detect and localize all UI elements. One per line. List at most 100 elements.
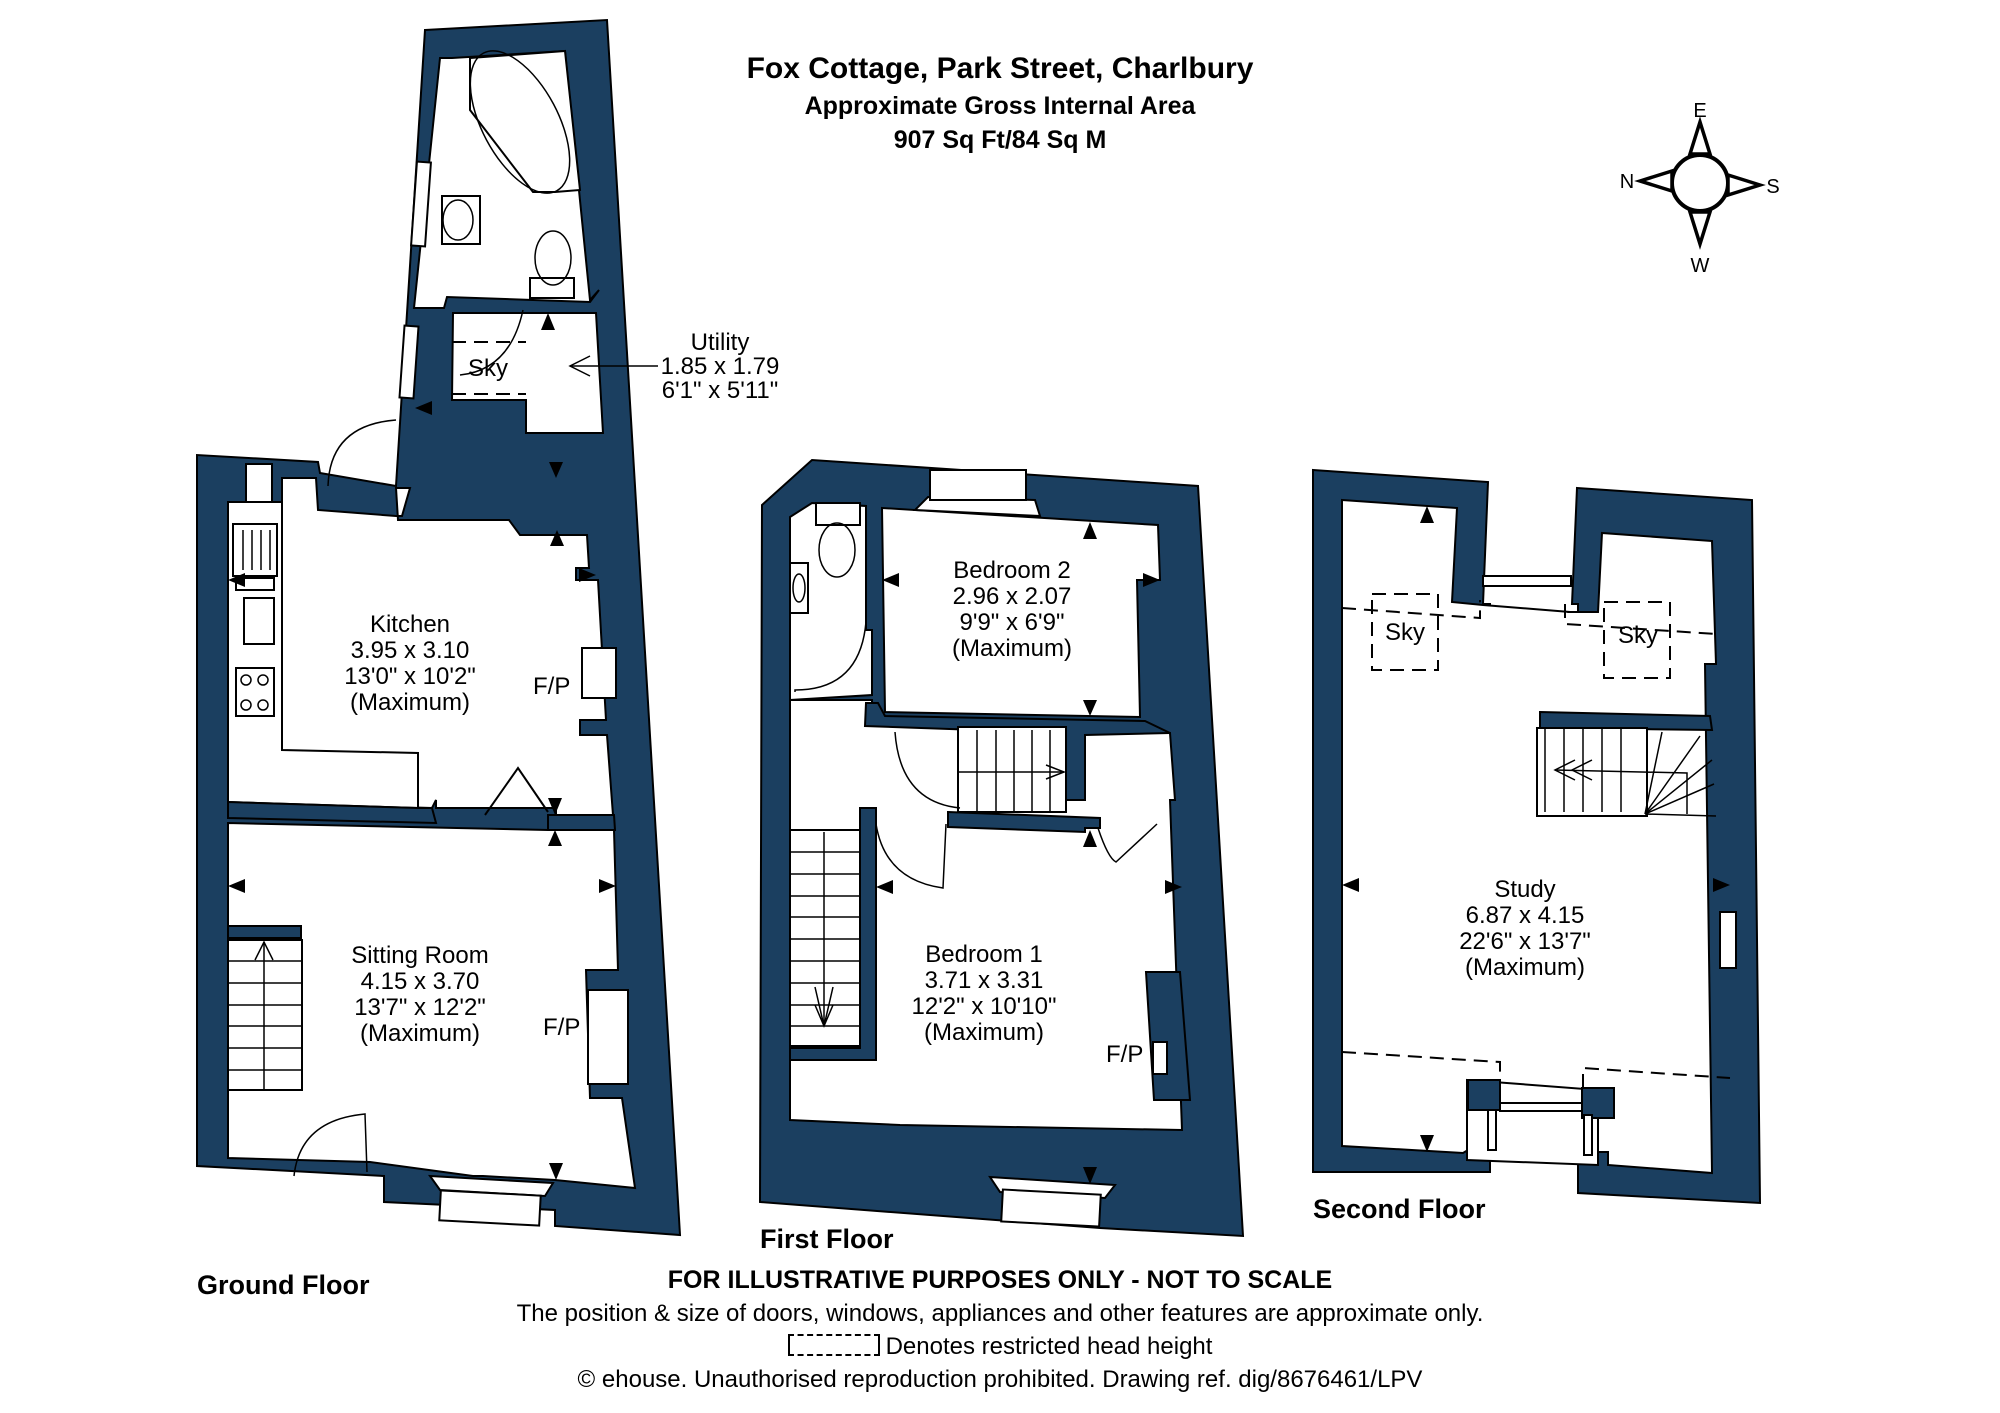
first-floor-stair-wall [789, 807, 877, 1061]
bedroom1-metric: 3.71 x 3.31 [925, 967, 1044, 994]
sink-bowl-small [235, 577, 275, 591]
drainer-ribs [242, 530, 271, 570]
bedroom1-fireplace [1152, 1041, 1168, 1075]
utility-pointer-arrow-head [568, 355, 591, 377]
first-floor-measurement-markers [876, 522, 1182, 1184]
sink-bowl-main [243, 597, 275, 645]
compass-east: E [1693, 100, 1706, 122]
restricted-height-line-top-left [1341, 600, 1481, 620]
first-floor-label: First Floor [760, 1224, 894, 1254]
second-floor-measurement-markers [1342, 506, 1730, 1152]
toilet-icon [534, 230, 572, 286]
restricted-height-legend-icon [787, 1334, 880, 1356]
bedroom1-cupboard-door [1097, 823, 1158, 863]
front-door-swing [293, 1113, 368, 1177]
utility-window [398, 324, 420, 400]
sitting-room-note: (Maximum) [360, 1020, 480, 1047]
sitting-room-metric: 4.15 x 3.70 [361, 968, 480, 995]
stairs-down-double-arrow-icon [1553, 759, 1576, 781]
bathtub-icon [469, 50, 571, 194]
copyright: © ehouse. Unauthorised reproduction proh… [577, 1366, 1423, 1393]
study-imperial: 22'6" x 13'7" [1459, 928, 1591, 955]
skylight-left-label: Sky [1385, 619, 1425, 646]
second-floor-stair-treads [1544, 728, 1717, 817]
ground-floor-label: Ground Floor [197, 1270, 370, 1300]
bedroom1-window-frame [1000, 1188, 1102, 1228]
study-interior [1341, 498, 1718, 1175]
measurement-markers [228, 313, 616, 1180]
bedroom2-name: Bedroom 2 [953, 557, 1070, 584]
kitchen-metric: 3.95 x 3.10 [351, 637, 470, 664]
kitchen-interior [227, 477, 615, 816]
kitchen-door-swing [327, 419, 397, 487]
bay-side-window-right [1583, 1114, 1593, 1156]
kitchen-doorway-chevron [484, 766, 549, 816]
bedroom1-door-swing [875, 823, 947, 889]
kitchen-sitting-divider-wall-right [547, 814, 617, 831]
utility-name: Utility [691, 329, 750, 356]
restricted-height-line-top-right [1564, 604, 1717, 635]
wc-cistern [815, 502, 861, 526]
bedroom2-metric: 2.96 x 2.07 [953, 583, 1072, 610]
bay-side-window-left [1487, 1109, 1497, 1151]
landing-stair-treads [958, 730, 1064, 812]
study-side-window [1719, 911, 1737, 969]
gross-area: 907 Sq Ft/84 Sq M [893, 126, 1107, 154]
wc-basin [789, 562, 809, 614]
kitchen-note: (Maximum) [350, 689, 470, 716]
stairs-down-arrow-icon-2 [814, 1004, 834, 1028]
bedroom1-note: (Maximum) [924, 1019, 1044, 1046]
stairs-up-arrow-icon [254, 940, 274, 961]
kitchen-fireplace-label: F/P [533, 673, 570, 700]
approximation-note: The position & size of doors, windows, a… [516, 1300, 1484, 1327]
second-floor-plan: Sky Sky Study 6.87 x 4.15 [1312, 468, 1762, 1205]
sitting-room-fireplace [587, 989, 629, 1085]
kitchen-fireplace [581, 647, 617, 699]
compass-south: S [1766, 176, 1779, 198]
disclaimer: FOR ILLUSTRATIVE PURPOSES ONLY - NOT TO … [667, 1266, 1333, 1294]
basin-icon [442, 199, 474, 241]
compass-north: N [1620, 171, 1634, 193]
first-floor-plan: F/P Bedroom 2 2.96 x 2.07 9'9" x 6'9" (M… [758, 458, 1245, 1238]
bedroom1-name: Bedroom 1 [925, 941, 1042, 968]
bedroom2-interior [880, 506, 1162, 719]
utility-imperial: 6'1" x 5'11" [662, 377, 779, 404]
wc-basin-icon [792, 573, 806, 603]
stairs-down-double-arrow-icon-2 [1570, 759, 1593, 781]
hob-rings-icon [240, 674, 269, 711]
restricted-height-line-bottom-left [1341, 1051, 1501, 1080]
sitting-room-interior [227, 821, 637, 1190]
first-floor-stairs [789, 829, 861, 1047]
bedroom2-note: (Maximum) [952, 635, 1072, 662]
skylight-left [1371, 593, 1439, 671]
skylight-right [1603, 601, 1671, 679]
first-floor-stair-treads [790, 832, 860, 1027]
compass-rose-icon: E W N S [1620, 100, 1780, 277]
stair-treads [228, 942, 302, 1090]
utility-door-swing [459, 309, 524, 376]
kitchen-window [245, 463, 273, 503]
restricted-height-line-bottom-right [1582, 1066, 1731, 1088]
kitchen-name: Kitchen [370, 611, 450, 638]
second-floor-stair-wall [1539, 710, 1714, 732]
utility-interior [450, 312, 605, 434]
bay-pier-right [1581, 1087, 1615, 1119]
toilet-cistern [529, 277, 575, 299]
compass-west: W [1691, 255, 1710, 277]
basin-unit [441, 195, 481, 245]
kitchen-sitting-divider-wall [227, 800, 438, 825]
sitting-room-window-frame [438, 1189, 542, 1227]
bedroom2-window-frame [929, 469, 1027, 501]
second-floor-top-window [1482, 575, 1572, 587]
study-note: (Maximum) [1465, 954, 1585, 981]
landing-door-swing [894, 731, 961, 809]
sitting-room-fireplace-label: F/P [543, 1014, 580, 1041]
property-title: Fox Cottage, Park Street, Charlbury [746, 52, 1254, 85]
wc-toilet-icon [818, 522, 856, 578]
kitchen-imperial: 13'0" x 10'2" [344, 663, 476, 690]
wc-door-swing [794, 621, 867, 692]
ground-floor-plan: Sky F/P [196, 18, 779, 1237]
bedroom2-imperial: 9'9" x 6'9" [960, 609, 1065, 636]
landing-stairs-arrow-icon [1045, 764, 1067, 780]
